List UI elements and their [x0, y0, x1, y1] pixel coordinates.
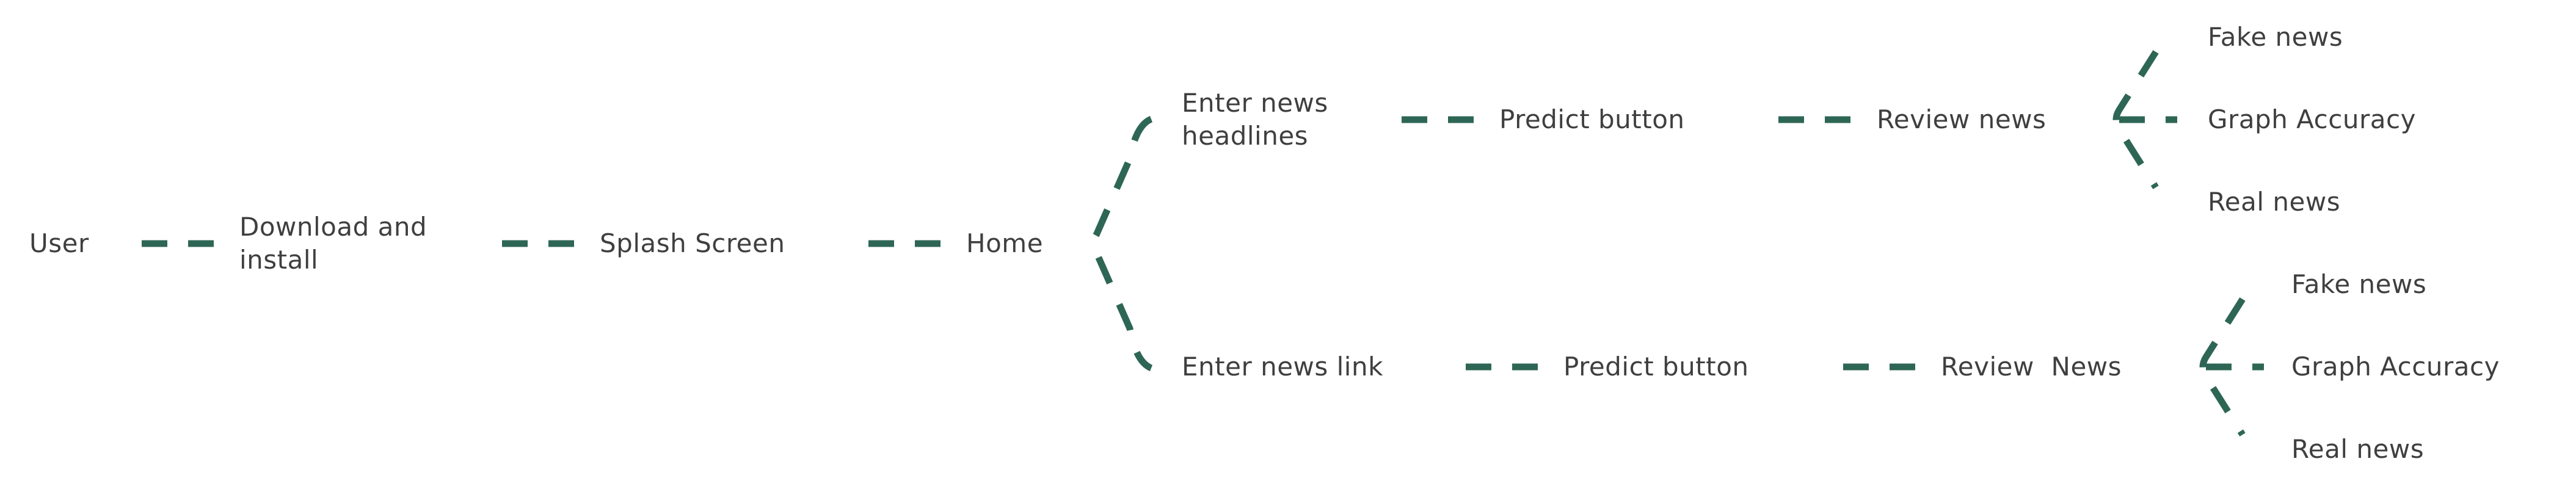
- node-review-news-top: Review news: [1877, 104, 2047, 134]
- node-enter-headlines-line2: headlines: [1182, 121, 1309, 151]
- node-fake-news-bottom: Fake news: [2291, 269, 2427, 299]
- node-predict-button-bottom: Predict button: [1563, 352, 1749, 382]
- node-real-news-bottom: Real news: [2291, 434, 2425, 464]
- edge-review-branch-top: [2112, 50, 2159, 189]
- node-enter-headlines-line1: Enter news: [1182, 88, 1328, 118]
- node-graph-accuracy-bottom: Graph Accuracy: [2291, 352, 2500, 382]
- node-fake-news-top: Fake news: [2208, 22, 2343, 52]
- edge-review-branch-bottom: [2199, 297, 2246, 436]
- node-home: Home: [966, 228, 1044, 258]
- node-download-line1: Download and: [239, 212, 428, 242]
- node-user: User: [29, 228, 89, 258]
- node-graph-accuracy-top: Graph Accuracy: [2208, 104, 2416, 134]
- node-enter-news-link: Enter news link: [1182, 352, 1383, 382]
- node-real-news-top: Real news: [2208, 187, 2341, 217]
- node-enter-headlines: Enter news headlines: [1182, 87, 1328, 153]
- edge-home-branch: [1090, 115, 1153, 372]
- node-download-line2: install: [239, 245, 319, 275]
- node-splash-screen: Splash Screen: [600, 228, 785, 258]
- node-predict-button-top: Predict button: [1499, 104, 1685, 134]
- node-download-install: Download and install: [239, 211, 427, 277]
- node-review-news-bottom: Review News: [1941, 352, 2122, 382]
